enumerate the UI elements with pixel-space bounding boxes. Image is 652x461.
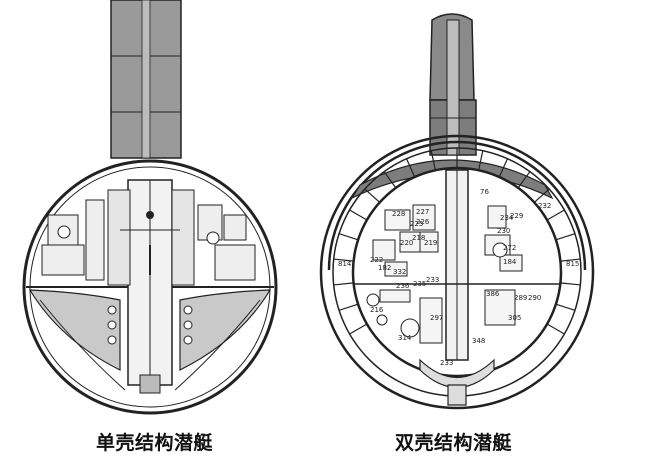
single-hull-left-equipment bbox=[41, 199, 105, 281]
hull-rib bbox=[560, 282, 581, 286]
part-number-label: 228 bbox=[392, 210, 405, 218]
part-number-label: 236 bbox=[396, 282, 410, 290]
single-hull-sail bbox=[110, 0, 182, 159]
part-number-label: 76 bbox=[480, 188, 489, 196]
part-number-label: 305 bbox=[508, 314, 521, 322]
hull-rib bbox=[555, 233, 576, 241]
hull-rib bbox=[517, 171, 531, 189]
part-number-label: 386 bbox=[486, 290, 500, 298]
double-hull-equipment bbox=[366, 204, 523, 344]
part-number-label: 182 bbox=[378, 264, 391, 272]
hull-rib bbox=[349, 323, 368, 335]
part-number-label: 233 bbox=[440, 359, 453, 367]
part-number-label: 230 bbox=[497, 227, 510, 235]
hull-rib bbox=[498, 158, 508, 178]
hull-rib bbox=[478, 150, 484, 171]
double-hull-keel bbox=[419, 358, 495, 406]
hull-rib bbox=[560, 258, 581, 262]
hull-rib bbox=[406, 158, 416, 178]
part-number-label: 234 bbox=[500, 214, 514, 222]
part-number-label: 219 bbox=[424, 239, 437, 247]
double-hull-sail bbox=[429, 13, 477, 156]
single-hull-bolts bbox=[107, 305, 193, 345]
hull-rib bbox=[349, 209, 368, 221]
part-number-label: 226 bbox=[416, 218, 430, 226]
double-hull-ribs bbox=[333, 148, 581, 335]
part-number-label: 222 bbox=[370, 256, 383, 264]
single-hull-diagram bbox=[22, 0, 278, 415]
hull-rib bbox=[333, 282, 354, 286]
caption-single-hull: 单壳结构潜艇 bbox=[96, 432, 214, 454]
part-number-label: 235 bbox=[413, 280, 426, 288]
part-number-label: 216 bbox=[370, 306, 384, 314]
part-number-label: 314 bbox=[398, 334, 412, 342]
part-number-label: 232 bbox=[538, 202, 551, 210]
part-number-label: 225 bbox=[410, 220, 423, 228]
hull-rib bbox=[338, 303, 359, 311]
caption-double-hull: 双壳结构潜艇 bbox=[395, 432, 513, 454]
part-number-label: 229 bbox=[510, 212, 523, 220]
hull-rib bbox=[430, 150, 436, 171]
part-number-label: 227 bbox=[416, 208, 429, 216]
hull-rib bbox=[364, 188, 381, 203]
part-number-label: 289 bbox=[514, 294, 527, 302]
hull-rib bbox=[555, 303, 576, 311]
part-number-label: 272 bbox=[503, 244, 516, 252]
hull-rib bbox=[338, 233, 359, 241]
single-hull-central-trunk bbox=[107, 179, 195, 394]
hull-rib bbox=[533, 188, 550, 203]
part-number-label: 297 bbox=[430, 314, 443, 322]
hull-rib bbox=[546, 323, 565, 335]
part-number-label: 290 bbox=[528, 294, 541, 302]
hull-rib bbox=[383, 171, 397, 189]
hull-rib bbox=[333, 258, 354, 262]
part-number-label: 815 bbox=[566, 260, 579, 268]
part-number-label: 233 bbox=[426, 276, 439, 284]
part-number-label: 220 bbox=[400, 239, 413, 247]
part-number-label: 332 bbox=[393, 268, 406, 276]
single-hull-right-equipment bbox=[197, 204, 256, 281]
part-number-label: 814 bbox=[338, 260, 352, 268]
part-number-label: 184 bbox=[503, 258, 517, 266]
part-number-label: 218 bbox=[412, 234, 425, 242]
double-hull-central-trunk bbox=[445, 169, 469, 361]
hull-rib bbox=[546, 209, 565, 221]
single-hull-ballast-tanks bbox=[28, 289, 272, 391]
part-number-label: 348 bbox=[472, 337, 485, 345]
